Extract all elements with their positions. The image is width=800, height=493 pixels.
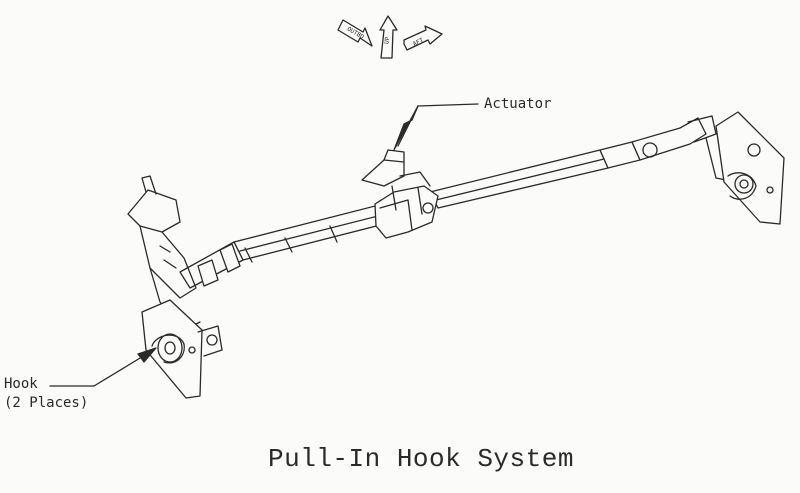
- hook-places-label: (2 Places): [4, 395, 89, 411]
- actuator-leader-line: [417, 103, 479, 107]
- aft-arrow-icon: [403, 25, 443, 51]
- actuator-label: Actuator: [484, 96, 552, 112]
- left-joint: [179, 241, 244, 289]
- right-hook-plate: [715, 111, 785, 225]
- up-arrow-label: UP: [383, 36, 391, 45]
- right-joint: [631, 115, 727, 181]
- outboard-arrow-icon: [337, 19, 373, 47]
- torque-tube: [233, 141, 641, 263]
- hook-arrowhead-icon: [137, 347, 157, 363]
- orientation-arrows: OUTBD UP AFT: [337, 15, 443, 59]
- aft-arrow-label: AFT: [412, 37, 425, 48]
- hook-label: Hook: [4, 376, 38, 392]
- actuator-assembly: [361, 149, 439, 239]
- left-hook-plate: [141, 299, 223, 399]
- up-arrow-icon: [379, 15, 398, 59]
- actuator-arrow-shaft: [397, 105, 419, 147]
- diagram-title: Pull-In Hook System: [268, 444, 574, 474]
